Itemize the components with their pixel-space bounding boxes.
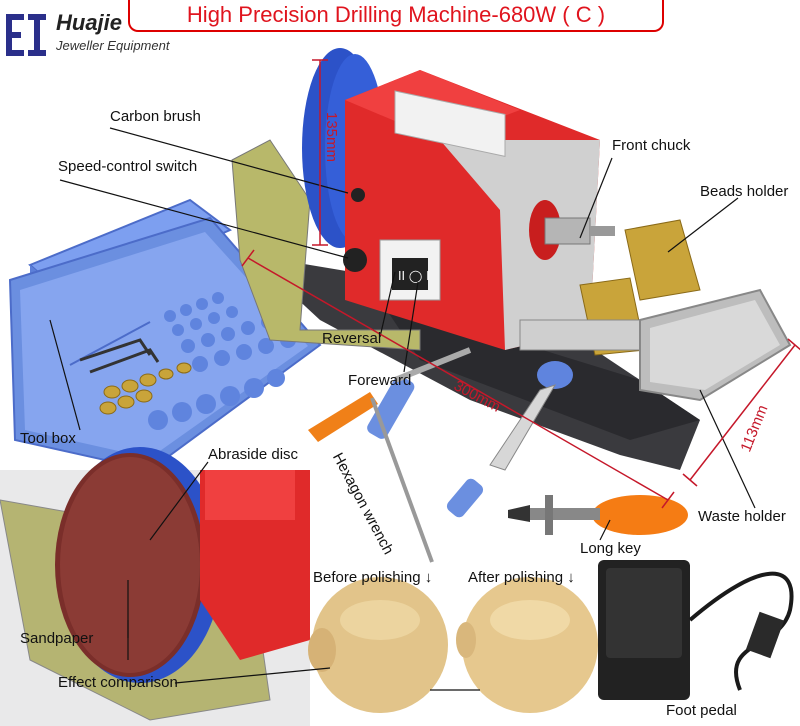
- label-after-polishing: After polishing ↓: [468, 569, 575, 586]
- top-disc: [302, 48, 405, 248]
- label-sandpaper: Sandpaper: [20, 630, 94, 647]
- foot-pedal-illustration: [598, 560, 794, 700]
- brand-name: Huajie: [56, 10, 123, 35]
- title-bar: High Precision Drilling Machine-680W ( C…: [128, 0, 664, 32]
- label-waste-holder: Waste holder: [698, 508, 786, 525]
- label-before-polishing: Before polishing ↓: [313, 569, 433, 586]
- chuck-assembly: [519, 200, 701, 356]
- svg-text:II ◯ I: II ◯ I: [398, 269, 430, 283]
- label-foot-pedal: Foot pedal: [666, 702, 737, 719]
- dimension-width: 113mm: [737, 402, 772, 455]
- long-key-illustration: [508, 495, 688, 535]
- label-effect-comparison: Effect comparison: [58, 674, 178, 691]
- disc-bracket: [231, 139, 421, 351]
- label-abraside-disc: Abraside disc: [208, 446, 299, 463]
- label-foreward: Foreward: [348, 372, 412, 389]
- label-reversal: Reversal: [322, 330, 382, 347]
- dimension-length: 300mm: [450, 377, 504, 416]
- label-tool-box: Tool box: [20, 430, 76, 447]
- label-front-chuck: Front chuck: [612, 137, 691, 154]
- dimension-height: 135mm: [323, 112, 340, 163]
- motor-housing: II ◯ I: [343, 70, 600, 350]
- brand-tagline: Jeweller Equipment: [56, 38, 170, 53]
- label-hexagon-wrench: Hexagon wrench: [328, 450, 397, 558]
- wooden-balls: [308, 577, 598, 713]
- logo-mark-icon: [4, 8, 48, 62]
- leader-lines: [49, 127, 756, 691]
- label-long-key: Long key: [580, 540, 641, 557]
- waste-holder-illustration: [639, 288, 792, 402]
- label-speed-control-switch: Speed-control switch: [58, 158, 198, 175]
- machine-base: [250, 255, 700, 470]
- page-title: High Precision Drilling Machine-680W ( C…: [186, 2, 606, 27]
- brand-logo: [4, 8, 48, 62]
- label-carbon-brush: Carbon brush: [110, 108, 201, 125]
- label-beads-holder: Beads holder: [700, 183, 789, 200]
